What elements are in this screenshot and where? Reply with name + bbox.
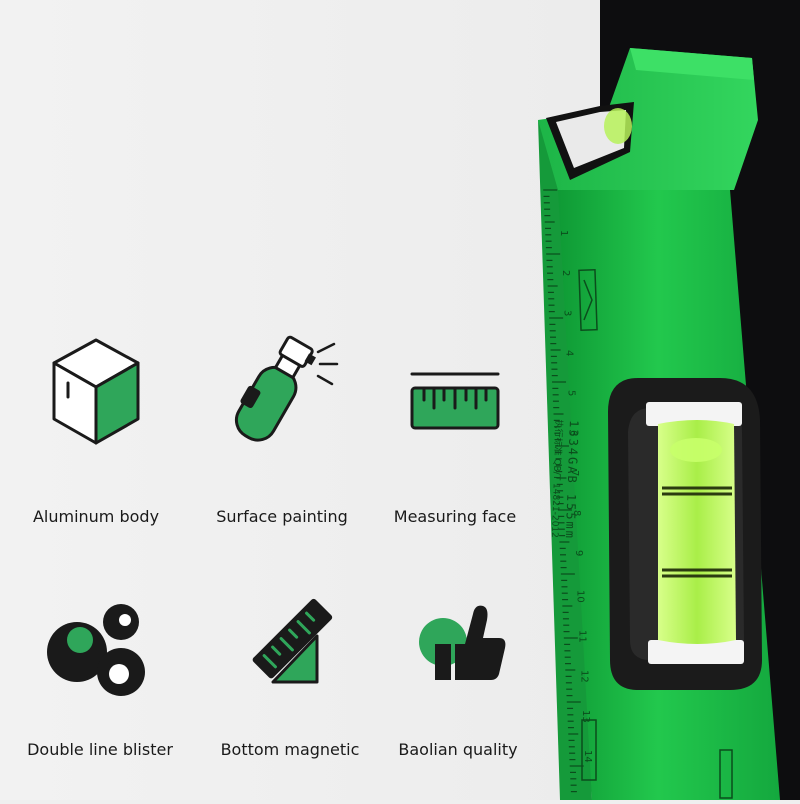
ruler-number: 14 [582, 750, 593, 763]
ruler-number: 11 [576, 630, 587, 643]
feature-measuring-face: Measuring face [375, 368, 535, 568]
feature-baolian-quality: Baolian quality [378, 598, 538, 768]
feature-label: Double line blister [27, 740, 173, 759]
feature-bottom-magnetic: Bottom magnetic [210, 596, 370, 766]
feature-aluminum-body: Aluminum body [16, 335, 176, 535]
magnetic-base-icon [252, 598, 333, 684]
ruler-number: 7 [569, 470, 580, 476]
ruler-number: 13 [580, 710, 591, 723]
feature-label: Measuring face [393, 507, 517, 526]
ruler-number: 8 [571, 510, 582, 516]
model-text: 1334GAB 155mm [563, 420, 581, 540]
feature-label: Aluminum body [32, 507, 160, 526]
ruler-number: 5 [565, 390, 576, 396]
bubbles-icon [47, 604, 145, 696]
ruler-icon [410, 372, 500, 430]
feature-label: Baolian quality [398, 740, 518, 759]
ruler-number: 2 [560, 270, 571, 276]
vial-bubble-tube [658, 420, 736, 644]
ruler-number: 1 [558, 230, 569, 236]
spray-bottle-icon [234, 335, 339, 442]
thumbs-up-icon [419, 605, 506, 680]
feature-double-line-blister: Double line blister [20, 600, 180, 770]
feature-surface-painting: Surface painting [202, 330, 362, 530]
feature-label: Bottom magnetic [220, 740, 360, 759]
ruler-number: 10 [575, 590, 586, 603]
ruler-number: 4 [564, 350, 575, 356]
cube-icon [52, 338, 140, 445]
ruler-number: 6 [567, 430, 578, 436]
ruler-number: 9 [573, 550, 584, 556]
feature-label: Surface painting [216, 507, 348, 526]
ruler-number: 3 [562, 310, 573, 316]
ruler-number: 12 [578, 670, 589, 683]
ruler-side-face [538, 120, 592, 800]
